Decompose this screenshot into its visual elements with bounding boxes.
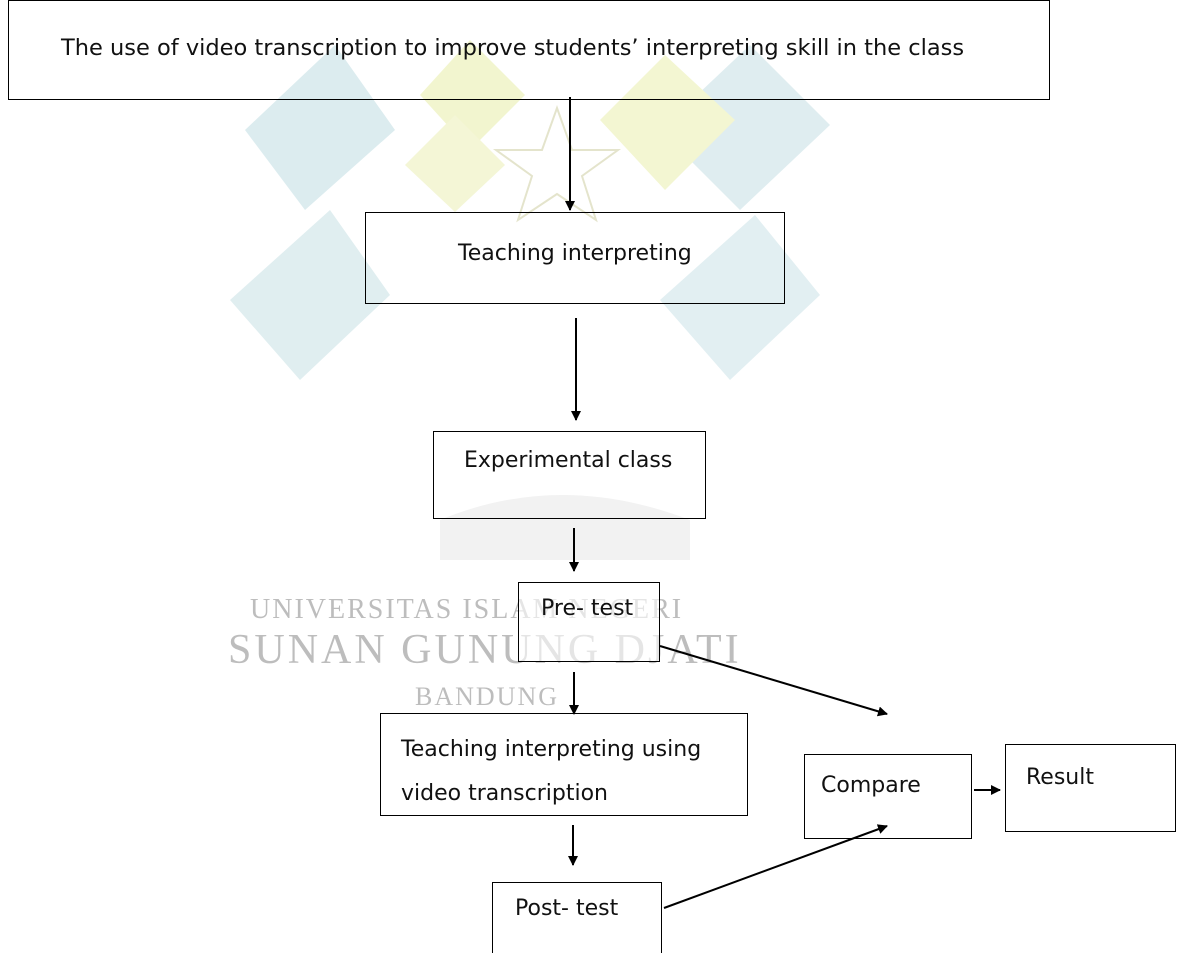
arrow-posttest-to-compare [663,824,888,909]
posttest-label: Post- test [515,896,619,921]
result-label: Result [1026,765,1094,790]
compare-box: Compare [804,754,972,839]
pretest-label: Pre- test [541,596,634,621]
pretest-box: Pre- test [518,582,660,662]
seal-star-icon [492,105,622,223]
posttest-box: Post- test [492,882,662,953]
seal-emblem-base [440,495,690,560]
teaching-video-transcription-label: Teaching interpreting using video transc… [401,737,702,806]
title-box: The use of video transcription to improv… [8,0,1050,100]
watermark-line-3: BANDUNG [415,682,559,711]
teaching-video-transcription-box: Teaching interpreting using video transc… [380,713,748,816]
seal-diamond-right [660,45,830,210]
teaching-interpreting-box: Teaching interpreting [365,212,785,304]
seal-diamond-lower-left [230,210,390,380]
seal-diamond-top-yellow [420,40,525,150]
experimental-class-box: Experimental class [433,431,706,519]
teaching-interpreting-label: Teaching interpreting [458,241,692,266]
arrow-pretest-to-compare [659,645,888,717]
compare-label: Compare [821,773,921,798]
seal-diamond-left [245,45,395,210]
seal-diamond-left-yellow [405,115,505,212]
seal-diamond-right-yellow [600,55,735,190]
result-box: Result [1005,744,1176,832]
title-text: The use of video transcription to improv… [61,35,965,61]
experimental-class-label: Experimental class [464,448,673,473]
seal-diamond-lower-right [660,215,820,380]
